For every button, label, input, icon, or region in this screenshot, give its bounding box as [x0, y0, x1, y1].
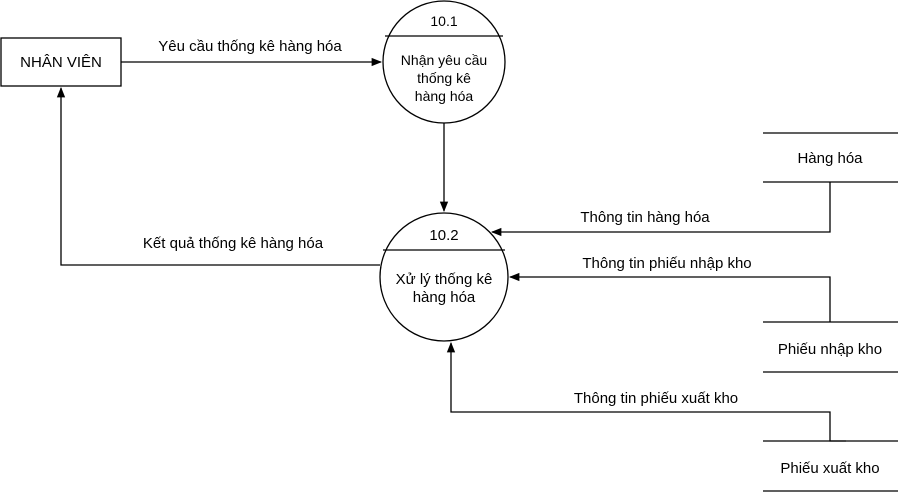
flow-label: Kết quả thống kê hàng hóa	[143, 235, 324, 252]
flow-result[interactable]: Kết quả thống kê hàng hóa	[56, 86, 380, 266]
process-id: 10.1	[430, 13, 457, 29]
flow-export-info[interactable]: Thông tin phiếu xuất kho	[446, 341, 846, 442]
flow-request[interactable]: Yêu cầu thống kê hàng hóa	[121, 38, 383, 67]
process-id: 10.2	[429, 227, 458, 244]
flow-import-info[interactable]: Thông tin phiếu nhập kho	[508, 255, 831, 322]
entity-nhan-vien[interactable]: NHÂN VIÊN	[0, 37, 122, 87]
flow-label: Thông tin phiếu xuất kho	[574, 390, 738, 407]
store-phieu-nhap-kho[interactable]: Phiếu nhập kho	[763, 321, 898, 373]
store-label: Hàng hóa	[797, 150, 863, 167]
store-label: Phiếu xuất kho	[780, 460, 879, 477]
flow-label: Thông tin hàng hóa	[580, 209, 710, 226]
store-hang-hoa[interactable]: Hàng hóa	[763, 132, 898, 183]
flow-label: Thông tin phiếu nhập kho	[582, 255, 751, 272]
flow-label: Yêu cầu thống kê hàng hóa	[158, 38, 342, 55]
process-label-line: Xử lý thống kê	[396, 271, 493, 288]
process-10-1[interactable]: 10.1 Nhận yêu cầu thống kê hàng hóa	[382, 0, 506, 124]
store-phieu-xuat-kho[interactable]: Phiếu xuất kho	[763, 440, 898, 492]
process-10-2[interactable]: 10.2 Xử lý thống kê hàng hóa	[379, 212, 509, 342]
entity-label: NHÂN VIÊN	[20, 54, 102, 71]
process-label-line: Nhận yêu cầu	[401, 52, 487, 68]
store-label: Phiếu nhập kho	[778, 341, 882, 358]
process-label-line: hàng hóa	[413, 289, 476, 306]
process-label-line: hàng hóa	[415, 88, 474, 104]
process-label-line: thống kê	[417, 70, 471, 86]
flow-goods-info[interactable]: Thông tin hàng hóa	[490, 182, 831, 237]
